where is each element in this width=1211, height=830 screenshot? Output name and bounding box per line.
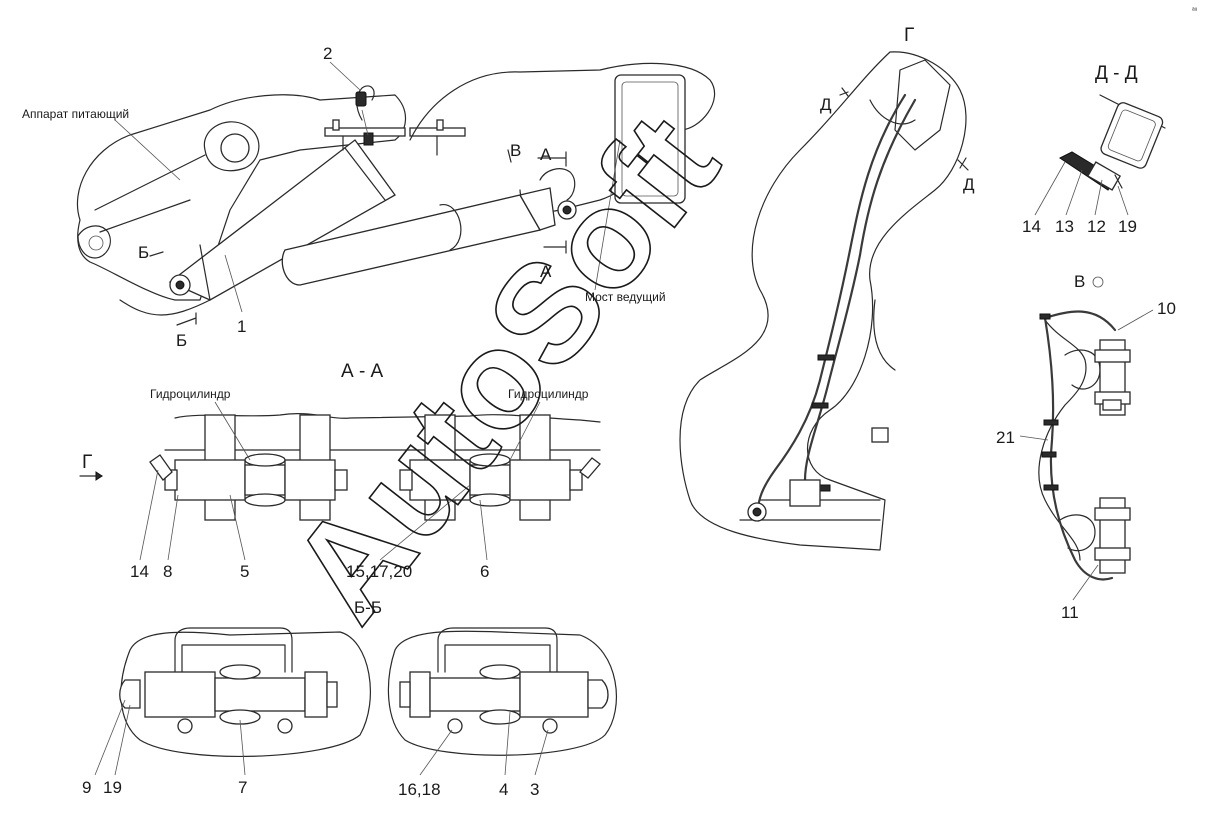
callout-1: 1 [237, 317, 246, 336]
marker-a-bottom: А [540, 262, 552, 281]
callout-bb-4: 4 [499, 780, 508, 799]
callout-dd-12: 12 [1087, 217, 1106, 236]
caption-cylinder-right: Гидроцилиндр [508, 387, 589, 401]
section-aa-view [79, 401, 601, 561]
callout-bb-16-18: 16,18 [398, 780, 441, 799]
corner-mark: ᵃᵘ [1192, 7, 1198, 14]
section-title-dd: Д - Д [1095, 63, 1138, 84]
callout-bb-3: 3 [530, 780, 539, 799]
callout-v-11: 11 [1061, 603, 1079, 622]
view-title-g: Г [904, 25, 914, 46]
view-v [1019, 276, 1154, 601]
callout-bb-19: 19 [103, 778, 122, 797]
callout-v-10: 10 [1157, 299, 1176, 318]
callout-aa-15-17-20: 15,17,20 [346, 562, 412, 581]
callout-v-21: 21 [996, 428, 1015, 447]
section-title-aa: А - А [341, 361, 384, 382]
section-dd-view [1034, 94, 1166, 216]
caption-feeder: Аппарат питающий [22, 107, 129, 121]
labels: Аппарат питающий Мост ведущий Гидроцилин… [22, 7, 1198, 799]
callout-aa-6: 6 [480, 562, 489, 581]
view-title-v: В [1074, 272, 1085, 291]
section-title-bb: Б-Б [354, 598, 382, 617]
callout-bb-9: 9 [82, 778, 91, 797]
callout-bb-7: 7 [238, 778, 247, 797]
callout-dd-19: 19 [1118, 217, 1137, 236]
marker-g-arrow: Г [82, 452, 92, 473]
main-view [76, 61, 716, 326]
callout-dd-13: 13 [1055, 217, 1074, 236]
marker-d-left: Д [820, 95, 832, 114]
callout-dd-14: 14 [1022, 217, 1041, 236]
caption-drive-axle: Мост ведущий [585, 290, 666, 304]
marker-d-right: Д [963, 175, 975, 194]
marker-b-top: Б [138, 243, 149, 262]
marker-v: В [510, 141, 521, 160]
section-bb-view [94, 627, 617, 776]
callout-aa-5: 5 [240, 562, 249, 581]
marker-a-top: А [540, 145, 552, 164]
view-g [679, 51, 969, 551]
marker-b-bottom: Б [176, 331, 187, 350]
callout-aa-14: 14 [130, 562, 149, 581]
caption-cylinder-left: Гидроцилиндр [150, 387, 231, 401]
callout-aa-8: 8 [163, 562, 172, 581]
callout-2: 2 [323, 44, 332, 63]
